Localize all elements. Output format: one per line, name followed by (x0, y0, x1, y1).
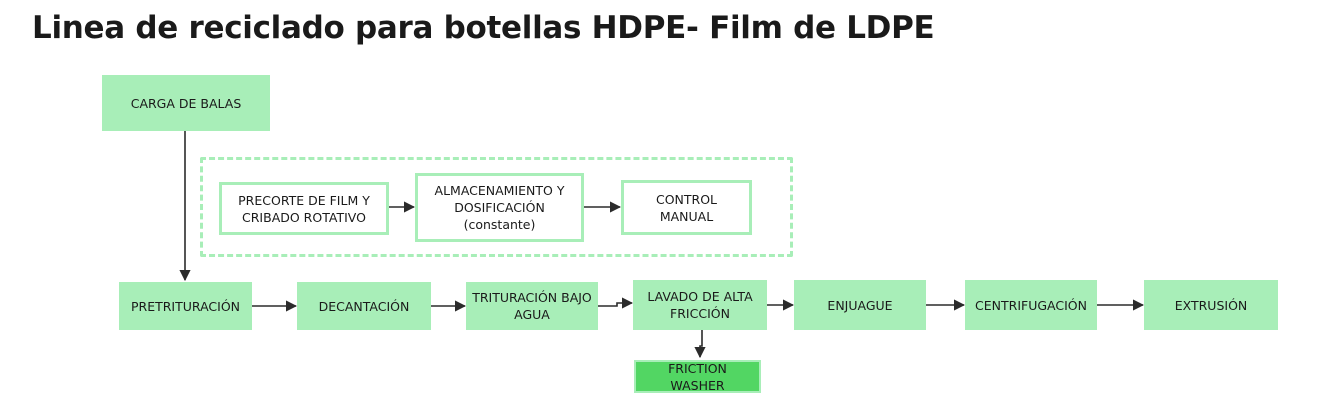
node-label: CARGA DE BALAS (130, 95, 242, 111)
node-label: DECANTACIÓN (318, 298, 410, 314)
node-label: CONTROL MANUAL (655, 191, 718, 224)
node-pretrituracion: PRETRITURACIÓN (119, 282, 252, 330)
node-almacenamiento-dosificacion: ALMACENAMIENTO Y DOSIFICACIÓN (constante… (415, 173, 584, 242)
dosing-group-boundary (200, 157, 793, 257)
arrow-lavado-friction (694, 330, 706, 359)
node-label: TRITURACIÓN BAJO AGUA (472, 290, 592, 322)
arrow-trituracion-lavado (598, 297, 634, 309)
node-label: PRETRITURACIÓN (130, 298, 241, 314)
node-label: PRECORTE DE FILM Y CRIBADO ROTATIVO (238, 192, 370, 225)
node-enjuague: ENJUAGUE (794, 280, 926, 330)
node-decantacion: DECANTACIÓN (297, 282, 431, 330)
node-extrusion: EXTRUSIÓN (1144, 280, 1278, 330)
node-label: CENTRIFUGACIÓN (975, 297, 1087, 313)
node-label: LAVADO DE ALTA FRICCIÓN (647, 289, 753, 321)
node-friction-washer: FRICTION WASHER (634, 360, 761, 393)
node-control-manual: CONTROL MANUAL (621, 180, 752, 235)
node-label: EXTRUSIÓN (1174, 297, 1248, 313)
node-label: ALMACENAMIENTO Y DOSIFICACIÓN (constante… (434, 183, 565, 232)
node-lavado-alta-friccion: LAVADO DE ALTA FRICCIÓN (633, 280, 767, 330)
node-carga-de-balas: CARGA DE BALAS (102, 75, 270, 131)
node-trituracion-bajo-agua: TRITURACIÓN BAJO AGUA (466, 282, 598, 330)
diagram-title: Linea de reciclado para botellas HDPE- F… (32, 10, 935, 46)
node-precorte-cribado: PRECORTE DE FILM Y CRIBADO ROTATIVO (219, 182, 389, 235)
node-centrifugacion: CENTRIFUGACIÓN (965, 280, 1097, 330)
node-label: ENJUAGUE (827, 297, 893, 313)
node-label: FRICTION WASHER (668, 360, 727, 393)
